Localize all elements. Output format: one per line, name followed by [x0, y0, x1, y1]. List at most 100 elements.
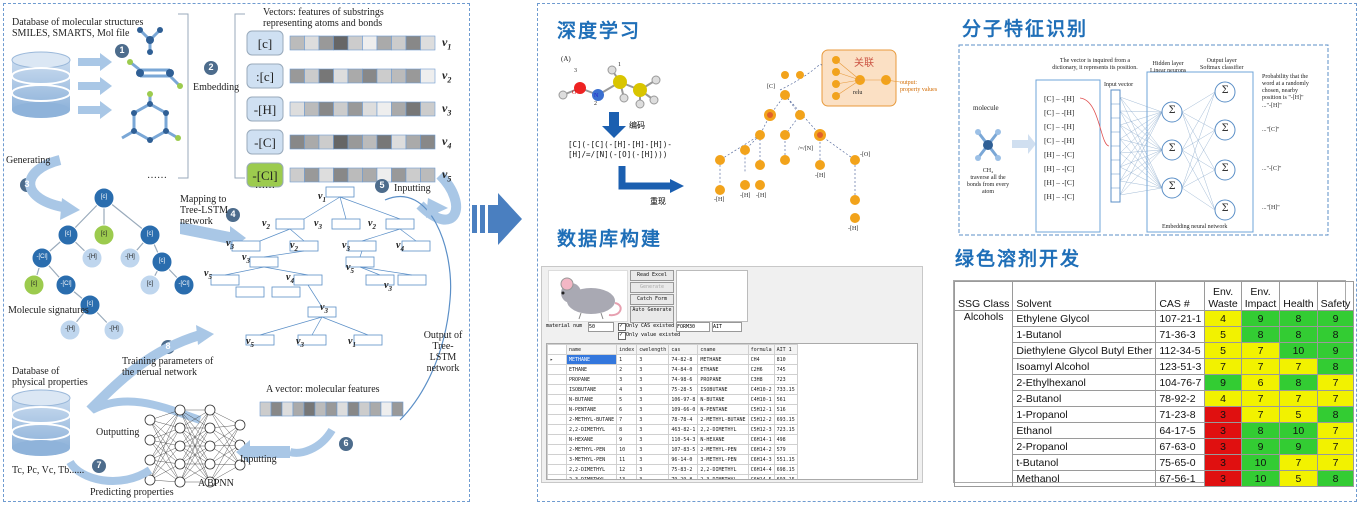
- lstm-edge: [399, 228, 417, 242]
- nn-edge: [1181, 187, 1216, 211]
- grid-row-selector[interactable]: [547, 434, 567, 445]
- grid-cell: 463-82-1: [668, 424, 699, 435]
- vector-features-label: A vector: molecular features: [266, 384, 380, 395]
- grid-cell: 2: [616, 364, 638, 375]
- grid-row-selector[interactable]: [547, 474, 567, 479]
- app-button[interactable]: Generate: [630, 282, 674, 293]
- grid-row-selector[interactable]: [547, 384, 567, 395]
- grid-column-header[interactable]: name: [565, 344, 618, 355]
- grid-cell: 698.15: [773, 464, 798, 475]
- grid-column-header[interactable]: index: [616, 344, 638, 355]
- lstm-node-label: v3: [384, 280, 392, 293]
- app-button[interactable]: Auto Generate: [630, 306, 674, 323]
- grid-cell: 3: [636, 444, 670, 455]
- tree-label: -[H]: [815, 173, 826, 179]
- material-num-input[interactable]: 50: [588, 322, 614, 332]
- grid-column-header[interactable]: cwelength: [636, 344, 670, 355]
- bond-pair-label: [C] – -[H]: [1044, 94, 1075, 103]
- cas-cell: 123-51-3: [1155, 358, 1206, 375]
- grid-cell: 516: [773, 404, 798, 415]
- score-cell: 8: [1316, 358, 1355, 375]
- app-button[interactable]: Catch Form: [630, 294, 674, 305]
- grid-row-selector[interactable]: [547, 424, 567, 435]
- grid-cell: 3: [636, 394, 670, 405]
- bpnn-neuron: [204, 404, 216, 416]
- grid-row-selector[interactable]: [547, 404, 567, 415]
- grid-row-selector[interactable]: [547, 444, 567, 455]
- grid-column-header[interactable]: cas: [668, 344, 699, 355]
- score-cell: 10: [1240, 454, 1281, 471]
- cas-cell: 67-56-1: [1155, 470, 1206, 487]
- grid-row-selector[interactable]: [547, 364, 567, 375]
- lstm-node-label: v3: [226, 238, 234, 251]
- app-button[interactable]: Read Excel: [630, 270, 674, 281]
- step-number: 1: [119, 45, 125, 55]
- assoc-label: 关联: [854, 58, 874, 69]
- score-cell: 7: [1240, 358, 1281, 375]
- grid-cell: 498: [773, 434, 798, 445]
- reconstruct-label: 重现: [650, 197, 666, 206]
- grid-column-header[interactable]: cname: [697, 344, 749, 355]
- bond-pair-label: [H] – -[C]: [1044, 150, 1075, 159]
- lstm-node-label: v3: [314, 218, 322, 231]
- nn-output-label: ..."[C]": [1262, 127, 1280, 133]
- grid-row-selector[interactable]: ▸: [547, 354, 567, 365]
- step-number: 5: [379, 180, 385, 190]
- lstm-edge: [263, 250, 305, 258]
- bpnn-neuron: [204, 476, 216, 488]
- grid-row-selector[interactable]: [547, 414, 567, 425]
- nn-edge: [1119, 111, 1163, 126]
- score-cell: 5: [1279, 406, 1318, 423]
- cas-cell: 107-21-1: [1155, 310, 1206, 327]
- grid-row-selector[interactable]: [547, 374, 567, 385]
- score-cell: 3: [1204, 470, 1242, 487]
- grid-row-selector[interactable]: [547, 394, 567, 405]
- signature-node-label: -[H]: [87, 254, 97, 260]
- predicting-label: Predicting properties: [90, 487, 174, 498]
- score-cell: 3: [1204, 454, 1242, 471]
- ait-select[interactable]: AIT: [712, 322, 742, 332]
- lstm-cell: [235, 286, 265, 298]
- form-select[interactable]: FORM30: [676, 322, 710, 332]
- signature-node-label: [c]: [64, 231, 72, 237]
- nn-output-label: ..."[H]": [1262, 205, 1280, 211]
- bpnn-edge: [209, 444, 241, 483]
- grid-row-selector[interactable]: [547, 464, 567, 475]
- inputting-label: Inputting: [394, 183, 431, 194]
- only-value-checkbox[interactable]: ✓: [618, 332, 626, 340]
- grid-cell: 2-METHYL-BUTANE: [697, 414, 749, 425]
- outputting-label: Outputting: [96, 427, 140, 438]
- generating-label: Generating: [6, 155, 51, 166]
- grid-column-header[interactable]: formula: [747, 344, 775, 355]
- solvent-header-cell: Health: [1279, 281, 1318, 311]
- step-number: 2: [208, 62, 214, 72]
- grid-row-selector[interactable]: [547, 454, 567, 465]
- grid-cell: 5: [616, 394, 638, 405]
- grid-column-header[interactable]: AIT 1: [773, 344, 798, 355]
- grid-cell: C3H8: [747, 374, 775, 385]
- feature-recognition-title: 分子特征识别: [962, 18, 1089, 40]
- sigma-node-label: Σ: [1221, 123, 1229, 134]
- lstm-cell: [231, 240, 261, 252]
- grid-cell: 78-78-4: [668, 414, 699, 425]
- bpnn-edge: [149, 427, 181, 461]
- only-cas-checkbox[interactable]: ✓: [618, 323, 626, 331]
